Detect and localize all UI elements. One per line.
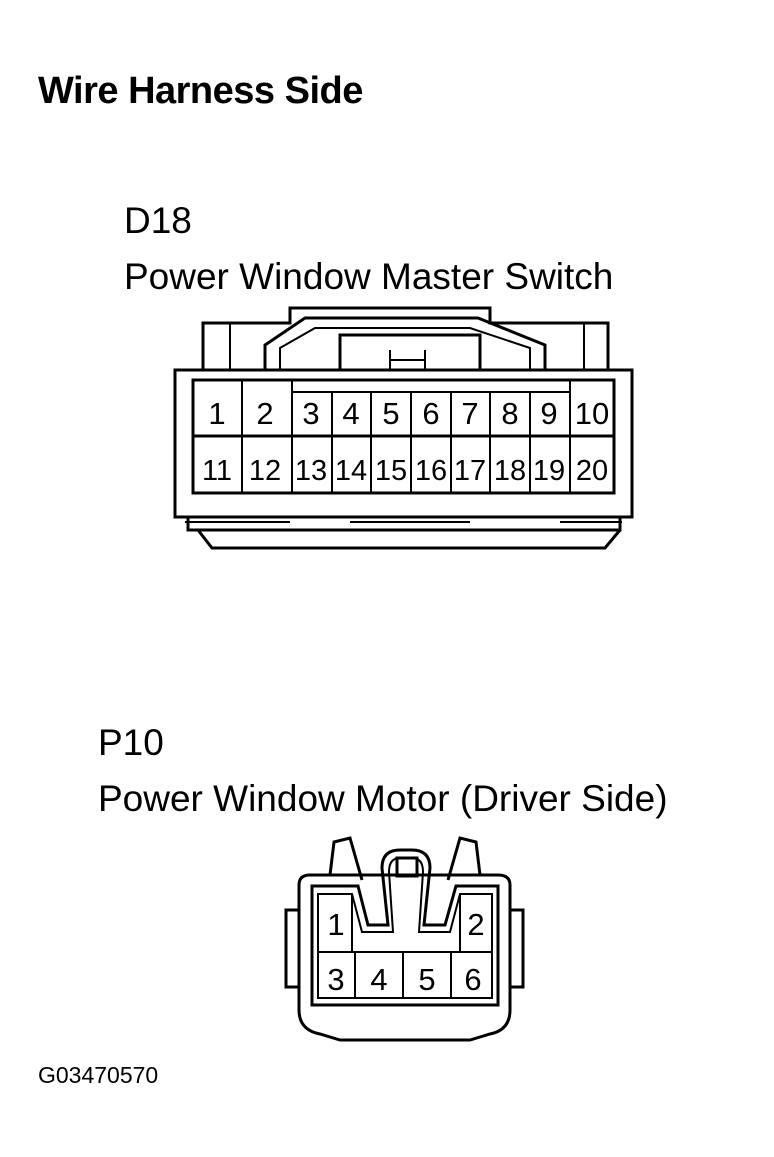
d18-pin-11: 11 — [202, 455, 232, 487]
d18-pin-16: 16 — [415, 455, 447, 487]
d18-pin-20: 20 — [576, 455, 608, 487]
connector-code-p10: P10 — [98, 722, 164, 763]
d18-pin-1: 1 — [208, 396, 225, 431]
d18-pin-7: 7 — [461, 396, 478, 431]
connector-name-d18: Power Window Master Switch — [124, 256, 614, 297]
d18-pin-8: 8 — [501, 396, 518, 431]
d18-pin-12: 12 — [249, 455, 281, 487]
d18-pin-9: 9 — [540, 396, 557, 431]
d18-pin-4: 4 — [342, 396, 359, 431]
d18-pin-19: 19 — [533, 455, 565, 487]
d18-pin-14: 14 — [335, 455, 367, 487]
d18-pin-15: 15 — [375, 455, 407, 487]
figure-id: G03470570 — [38, 1062, 159, 1088]
d18-pin-10: 10 — [575, 396, 609, 431]
d18-pin-6: 6 — [422, 396, 439, 431]
d18-pin-18: 18 — [494, 455, 526, 487]
page-heading: Wire Harness Side — [38, 70, 363, 112]
d18-pin-5: 5 — [382, 396, 399, 431]
d18-pin-17: 17 — [454, 455, 486, 487]
connector-code-d18: D18 — [124, 200, 192, 241]
d18-pin-3: 3 — [302, 396, 319, 431]
p10-pin-1: 1 — [327, 907, 344, 942]
p10-pin-5: 5 — [418, 962, 435, 997]
p10-pin-3: 3 — [327, 962, 344, 997]
p10-pin-4: 4 — [370, 962, 387, 997]
d18-pin-2: 2 — [256, 396, 273, 431]
connector-name-p10: Power Window Motor (Driver Side) — [98, 778, 668, 819]
d18-pin-13: 13 — [295, 455, 327, 487]
p10-pin-2: 2 — [467, 907, 484, 942]
p10-pin-6: 6 — [464, 962, 481, 997]
